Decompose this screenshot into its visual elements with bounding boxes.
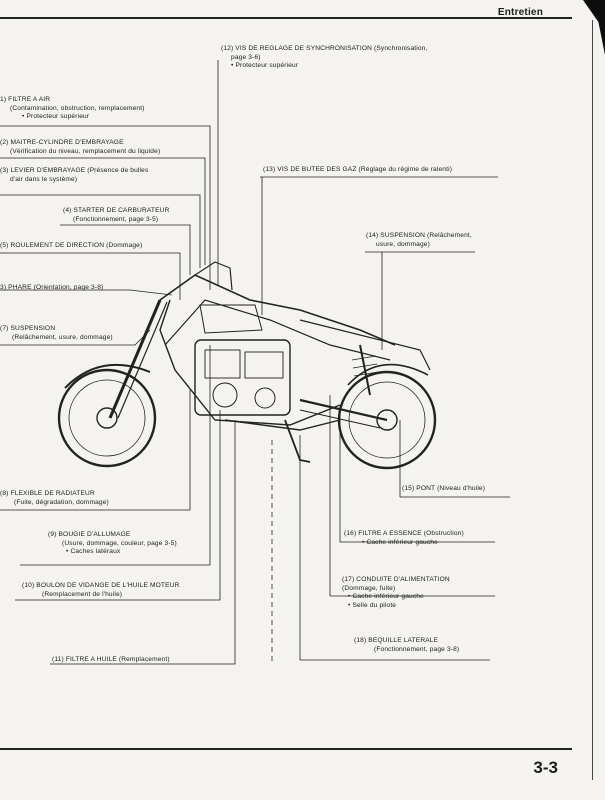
callout-16: (16) FILTRE A ESSENCE (Obstruction) • Ca… bbox=[344, 530, 464, 546]
callout-17: (17) CONDUITE D'ALIMENTATION (Dommage, f… bbox=[342, 576, 450, 609]
callout-10: (10) BOULON DE VIDANGE DE L'HUILE MOTEUR… bbox=[22, 582, 180, 598]
callout-7: (7) SUSPENSION (Relâchement, usure, domm… bbox=[0, 325, 113, 341]
callout-18: (18) BEQUILLE LATERALE (Fonctionnement, … bbox=[354, 637, 460, 653]
callout-1: 1) FILTRE A AIR (Contamination, obstruct… bbox=[0, 96, 145, 121]
callout-9: (9) BOUGIE D'ALLUMAGE (Usure, dommage, c… bbox=[48, 531, 177, 556]
callout-13: (13) VIS DE BUTEE DES GAZ (Réglage du ré… bbox=[263, 166, 453, 173]
callout-5: (5) ROULEMENT DE DIRECTION (Dommage) bbox=[0, 242, 143, 249]
leader-lines bbox=[0, 60, 510, 665]
callout-15: (15) PONT (Niveau d'huile) bbox=[402, 485, 486, 492]
top-rule bbox=[0, 17, 572, 19]
section-header: Entretien bbox=[497, 7, 543, 18]
front-wheel bbox=[57, 368, 157, 468]
page-number: 3-3 bbox=[533, 758, 558, 777]
callout-11: (11) FILTRE A HUILE (Remplacement) bbox=[52, 656, 170, 663]
bottom-rule bbox=[0, 748, 572, 750]
callout-12: (12) VIS DE REGLAGE DE SYNCHRONISATION (… bbox=[221, 45, 428, 70]
callout-2: (2) MAITRE-CYLINDRE D'EMBRAYAGE (Vérific… bbox=[0, 139, 161, 155]
callout-4: (4) STARTER DE CARBURATEUR (Fonctionneme… bbox=[63, 207, 170, 223]
callout-3: (3) LEVIER D'EMBRAYAGE (Présence de bull… bbox=[0, 167, 149, 183]
right-edge-rule bbox=[591, 20, 593, 780]
callout-6: 3) PHARE (Orientation, page 3-8) bbox=[0, 284, 104, 291]
callout-14: (14) SUSPENSION (Relâchement, usure, dom… bbox=[366, 232, 472, 248]
callout-8: (8) FLEXIBLE DE RADIATEUR (Fuite, dégrad… bbox=[0, 490, 109, 506]
